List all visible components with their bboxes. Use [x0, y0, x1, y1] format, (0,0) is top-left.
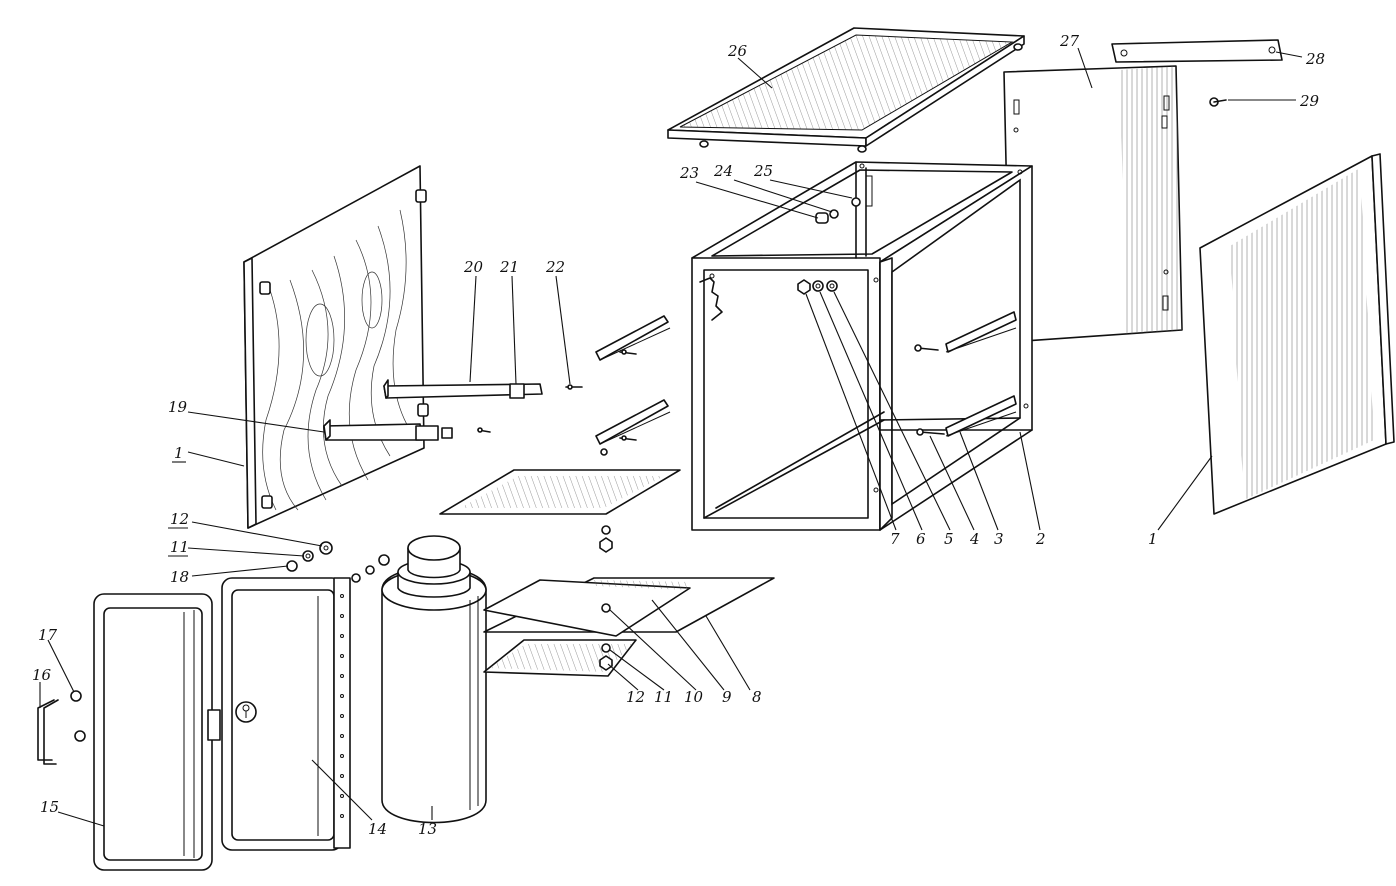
guide-rail-upper	[595, 315, 671, 361]
screw-part-23	[815, 212, 829, 224]
label-21: 21	[499, 258, 519, 276]
label-3: 3	[994, 530, 1004, 548]
washer-chain	[351, 554, 390, 583]
label-16: 16	[32, 666, 52, 684]
frame-part-2	[691, 161, 1033, 531]
label-8: 8	[752, 688, 762, 706]
screw-upper-right	[914, 344, 939, 352]
screw-part-10	[601, 603, 611, 613]
label-17: 17	[38, 626, 58, 644]
label-27: 27	[1059, 32, 1080, 50]
handle-part-16	[37, 699, 59, 765]
label-11-lower: 11	[654, 688, 673, 706]
guide-rail-lower	[595, 399, 671, 456]
screw-bracket-19	[477, 427, 491, 433]
label-18: 18	[170, 568, 189, 586]
nut-part-11-lower	[601, 643, 611, 653]
back-panel-part-27	[1003, 65, 1183, 343]
label-26: 26	[727, 42, 748, 60]
door-part-14	[221, 577, 351, 851]
side-panel-right-part-1	[1199, 153, 1395, 515]
screw-part-4	[916, 428, 945, 436]
screw-part-29	[1209, 97, 1227, 107]
label-1-left: 1	[174, 444, 184, 462]
bracket-part-19	[323, 419, 453, 441]
label-11-upper: 11	[170, 538, 189, 556]
plate-lower	[483, 639, 637, 677]
label-23: 23	[679, 164, 699, 182]
frame-nut-part-7	[797, 279, 811, 295]
label-24: 24	[713, 162, 733, 180]
label-7: 7	[890, 530, 900, 548]
label-6: 6	[916, 530, 926, 548]
frame-washer-part-5	[826, 280, 838, 292]
label-5: 5	[944, 530, 954, 548]
label-1-right: 1	[1148, 530, 1158, 548]
frame-washer-part-6	[812, 280, 824, 292]
washer-part-12	[319, 541, 333, 555]
label-10: 10	[684, 688, 704, 706]
clip-part-21	[509, 383, 525, 399]
label-25: 25	[753, 162, 773, 180]
front-panel-part-15	[93, 593, 221, 871]
nut-part-11	[302, 550, 314, 562]
nut-part-25	[851, 197, 861, 207]
label-28: 28	[1305, 50, 1325, 68]
label-12-upper: 12	[170, 510, 189, 528]
label-19: 19	[168, 398, 188, 416]
nut-part-12-lower	[599, 655, 613, 671]
side-panel-left-part-1	[243, 165, 429, 529]
label-15: 15	[40, 798, 59, 816]
label-20: 20	[463, 258, 484, 276]
part-labels: 26 27 28 29 23 24 25 20 21 22 19 1 12 11…	[32, 32, 1325, 838]
leader-lines	[39, 47, 1303, 827]
label-22: 22	[545, 258, 565, 276]
mounting-bar-part-28	[1111, 39, 1283, 63]
cylinder-part-13	[381, 535, 487, 824]
bracket-part-20	[383, 379, 543, 399]
label-4: 4	[969, 530, 980, 548]
side-guide-part-3	[945, 395, 1017, 437]
label-29: 29	[1299, 92, 1320, 110]
washer-part-18	[286, 560, 298, 572]
label-2: 2	[1035, 530, 1046, 548]
side-guide-upper-right	[945, 311, 1017, 353]
door-hinge-holes	[340, 594, 344, 818]
top-lid-part-26	[667, 27, 1025, 153]
label-13: 13	[418, 820, 437, 838]
screw-part-17	[70, 690, 86, 742]
label-12-lower: 12	[626, 688, 645, 706]
label-14: 14	[368, 820, 387, 838]
shelf-plate-middle	[439, 469, 681, 553]
label-9: 9	[722, 688, 732, 706]
screw-part-22	[565, 384, 583, 390]
plate-part-9	[483, 579, 691, 637]
